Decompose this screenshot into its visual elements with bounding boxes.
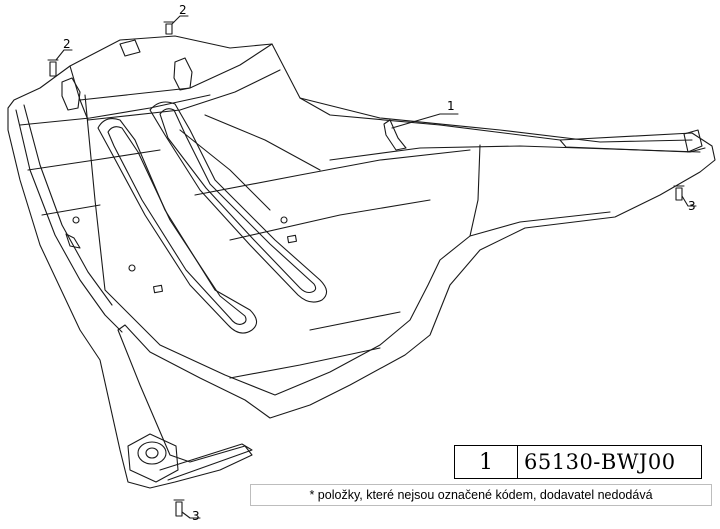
- left-side-clip: [65, 233, 81, 249]
- right-slot-rib-inner: [159, 108, 317, 294]
- bottom-mount-boss-inner: [145, 447, 159, 459]
- callout-2b: 2: [63, 37, 71, 51]
- callout-1: 1: [447, 99, 455, 113]
- callout-2a: 2: [179, 3, 187, 17]
- left-mount-tab: [61, 77, 81, 111]
- floor-contour-8: [179, 129, 271, 211]
- right-arm-top: [299, 97, 693, 143]
- floor-round-hole-3: [72, 216, 80, 224]
- floor-contour-10: [469, 144, 481, 237]
- left-slot-rib-inner: [107, 126, 247, 325]
- top-mount-tab: [119, 39, 141, 57]
- right-arm-lower: [329, 145, 701, 161]
- floor-inner-boundary: [84, 94, 611, 396]
- leader-line-3a: [681, 195, 697, 207]
- callout-3b: 3: [192, 509, 200, 523]
- screw-2a: [163, 21, 175, 35]
- leader-line-1: [391, 113, 459, 129]
- floor-round-hole-2: [128, 264, 136, 272]
- right-slot-rib: [149, 101, 328, 303]
- parts-table-code: 65130-BWJ00: [524, 450, 676, 474]
- front-rim: [69, 43, 273, 101]
- leader-line-3b: [181, 511, 201, 519]
- floor-contour-6: [309, 311, 401, 331]
- center-clip: [383, 119, 407, 151]
- supplier-footnote: * položky, které nejsou označené kódem, …: [250, 484, 712, 506]
- floor-hole-2: [152, 284, 164, 294]
- parts-table: 1 65130-BWJ00: [454, 445, 702, 479]
- screw-3a: [673, 185, 685, 201]
- floor-panel-outline: [7, 35, 716, 489]
- floor-contour-1: [19, 94, 211, 126]
- floor-contour-3: [41, 204, 101, 216]
- left-wall-inner-edge: [23, 104, 113, 306]
- front-mount-tab: [173, 57, 193, 91]
- right-end-tab: [683, 129, 703, 153]
- floor-hole-1: [286, 234, 298, 244]
- bottom-mount-block: [127, 433, 179, 483]
- floor-contour-4: [194, 149, 471, 196]
- bottom-mount-boss: [137, 441, 167, 465]
- leader-line-2a: [171, 15, 189, 25]
- parts-table-position: 1: [455, 446, 518, 478]
- callout-3a: 3: [688, 199, 696, 213]
- floor-contour-9: [204, 114, 321, 171]
- left-wall-edge: [15, 109, 123, 333]
- screw-2b: [47, 59, 59, 77]
- leader-line-2b: [55, 49, 73, 61]
- bottom-arm: [159, 443, 253, 481]
- front-rim-inner: [79, 69, 281, 121]
- screw-3b: [173, 499, 185, 517]
- floor-contour-7: [229, 347, 381, 379]
- left-slot-rib: [97, 118, 258, 334]
- floor-round-hole-1: [280, 216, 288, 224]
